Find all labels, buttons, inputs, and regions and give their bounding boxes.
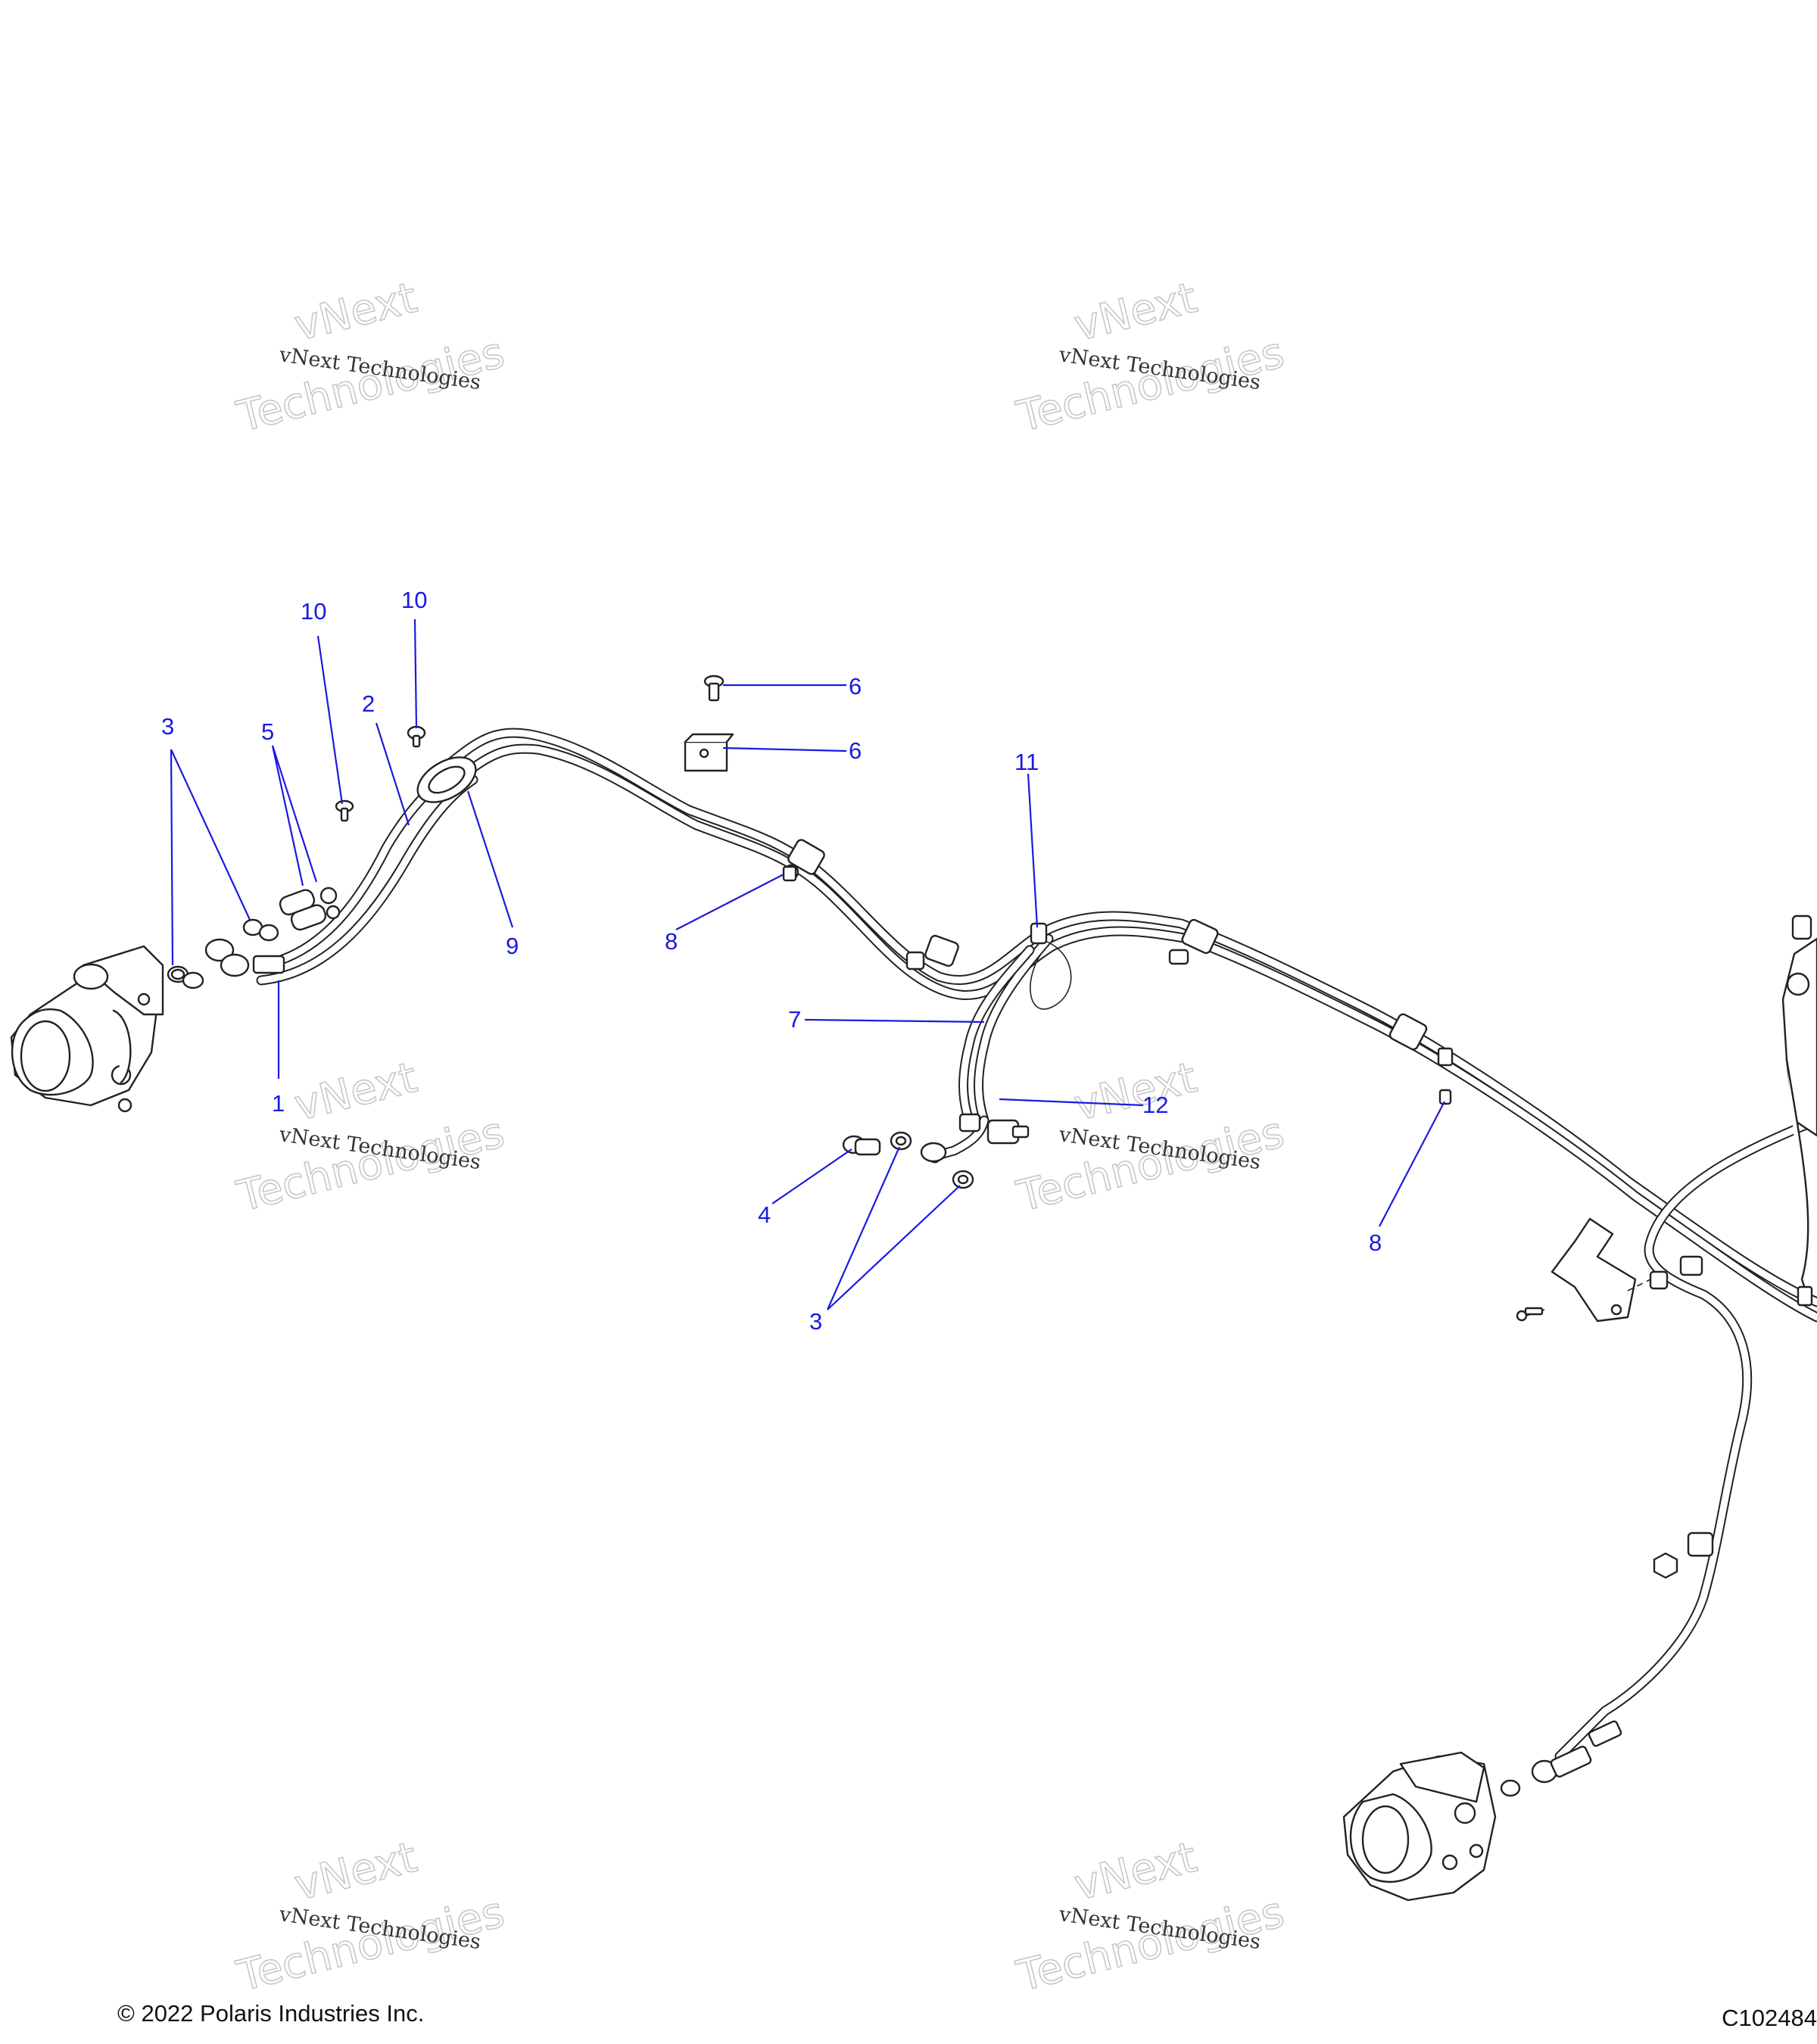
hose-clamp-9 bbox=[416, 756, 477, 803]
front-left-caliper bbox=[10, 945, 164, 1113]
callout-labels: 3 5 10 10 2 1 9 6 6 8 11 7 12 4 3 8 bbox=[161, 587, 1382, 1335]
watermark-top-center: vNext Technologies vNext Technologies bbox=[1011, 273, 1289, 442]
leader-3b-2 bbox=[827, 1185, 961, 1310]
watermark-big-top: vNext bbox=[290, 273, 422, 351]
banjo-bolts-6-left bbox=[279, 886, 341, 931]
callout-6-left: 5 bbox=[261, 718, 274, 745]
leader-lines bbox=[170, 618, 1445, 1310]
watermark-top-left: vNext Technologies vNext Technologies bbox=[232, 273, 510, 442]
main-brake-lines bbox=[419, 728, 1817, 1323]
leader-12 bbox=[999, 1098, 1144, 1107]
callout-6-center: 4 bbox=[758, 1201, 771, 1228]
callout-2: 2 bbox=[362, 690, 375, 717]
leader-8a bbox=[675, 874, 784, 930]
callout-7: 7 bbox=[788, 1006, 801, 1033]
rear-right-caliper bbox=[1342, 1751, 1497, 1902]
leader-9 bbox=[466, 790, 514, 928]
connector-12 bbox=[958, 1113, 1030, 1145]
leader-6b bbox=[771, 1148, 852, 1204]
leader-6a-1 bbox=[271, 745, 304, 886]
callout-5: 6 bbox=[849, 673, 862, 700]
watermark-big-top: vNext bbox=[1070, 1833, 1201, 1911]
leader-2 bbox=[375, 722, 410, 826]
watermark-bottom-left: vNext Technologies vNext Technologies bbox=[232, 1832, 510, 2002]
rear-right-hose bbox=[1554, 1115, 1817, 1762]
clip-bolt-8-right bbox=[1438, 1089, 1452, 1105]
watermark-big-top: vNext bbox=[290, 1053, 422, 1131]
master-cylinder-partial bbox=[1781, 915, 1817, 1307]
leader-3a-2 bbox=[170, 749, 251, 921]
leader-6a-2 bbox=[271, 745, 318, 883]
watermark-mid-left: vNext Technologies vNext Technologies bbox=[232, 1052, 510, 1222]
callout-11: 11 bbox=[1014, 749, 1039, 775]
callout-4: 6 bbox=[849, 737, 862, 764]
rear-caliper-fittings bbox=[1500, 1720, 1622, 1797]
callout-1: 1 bbox=[272, 1090, 285, 1117]
line-clip-4 bbox=[1388, 1013, 1454, 1067]
line-clip-11 bbox=[1030, 922, 1048, 945]
clip-bolt-8-left bbox=[782, 865, 797, 882]
leader-3a-1 bbox=[170, 749, 174, 966]
callout-10-left: 10 bbox=[301, 598, 326, 625]
banjo-bolt-6-center bbox=[842, 1135, 881, 1156]
washers-3-left bbox=[170, 918, 279, 980]
callout-3-left: 3 bbox=[161, 713, 174, 740]
line-clip-3 bbox=[1168, 918, 1219, 965]
leader-4 bbox=[722, 746, 847, 752]
callout-8-right: 8 bbox=[1369, 1229, 1382, 1256]
line-clip-2 bbox=[905, 934, 959, 971]
watermark-bottom-center: vNext Technologies vNext Technologies bbox=[1011, 1832, 1289, 2002]
callout-8-left: 8 bbox=[665, 928, 678, 955]
leader-3b-1 bbox=[826, 1146, 901, 1310]
callout-10-right: 10 bbox=[401, 587, 427, 613]
leader-7 bbox=[804, 1018, 985, 1024]
watermark-mid-center: vNext Technologies vNext Technologies bbox=[1011, 1052, 1289, 1222]
bolt-10-lower bbox=[335, 799, 354, 822]
leader-8b bbox=[1379, 1101, 1445, 1227]
callout-12: 12 bbox=[1142, 1092, 1168, 1118]
washers-3-center bbox=[890, 1131, 974, 1189]
leader-10a bbox=[316, 635, 344, 805]
bolt-5 bbox=[703, 675, 725, 702]
watermark-big-top: vNext bbox=[1070, 273, 1201, 351]
leader-11 bbox=[1027, 773, 1039, 928]
copyright-text: © 2022 Polaris Industries Inc. bbox=[117, 2000, 425, 2027]
watermark-big-top: vNext bbox=[1070, 1053, 1201, 1131]
callout-9: 9 bbox=[506, 933, 519, 959]
watermark-big-top: vNext bbox=[290, 1833, 422, 1911]
rear-bracket bbox=[1516, 1217, 1714, 1579]
leader-10b bbox=[413, 618, 418, 729]
nut-plate-4 bbox=[684, 733, 734, 772]
callout-3-center: 3 bbox=[809, 1308, 822, 1335]
drawing-number: C102484 bbox=[1722, 2005, 1817, 2031]
bolt-10-upper bbox=[407, 725, 426, 748]
